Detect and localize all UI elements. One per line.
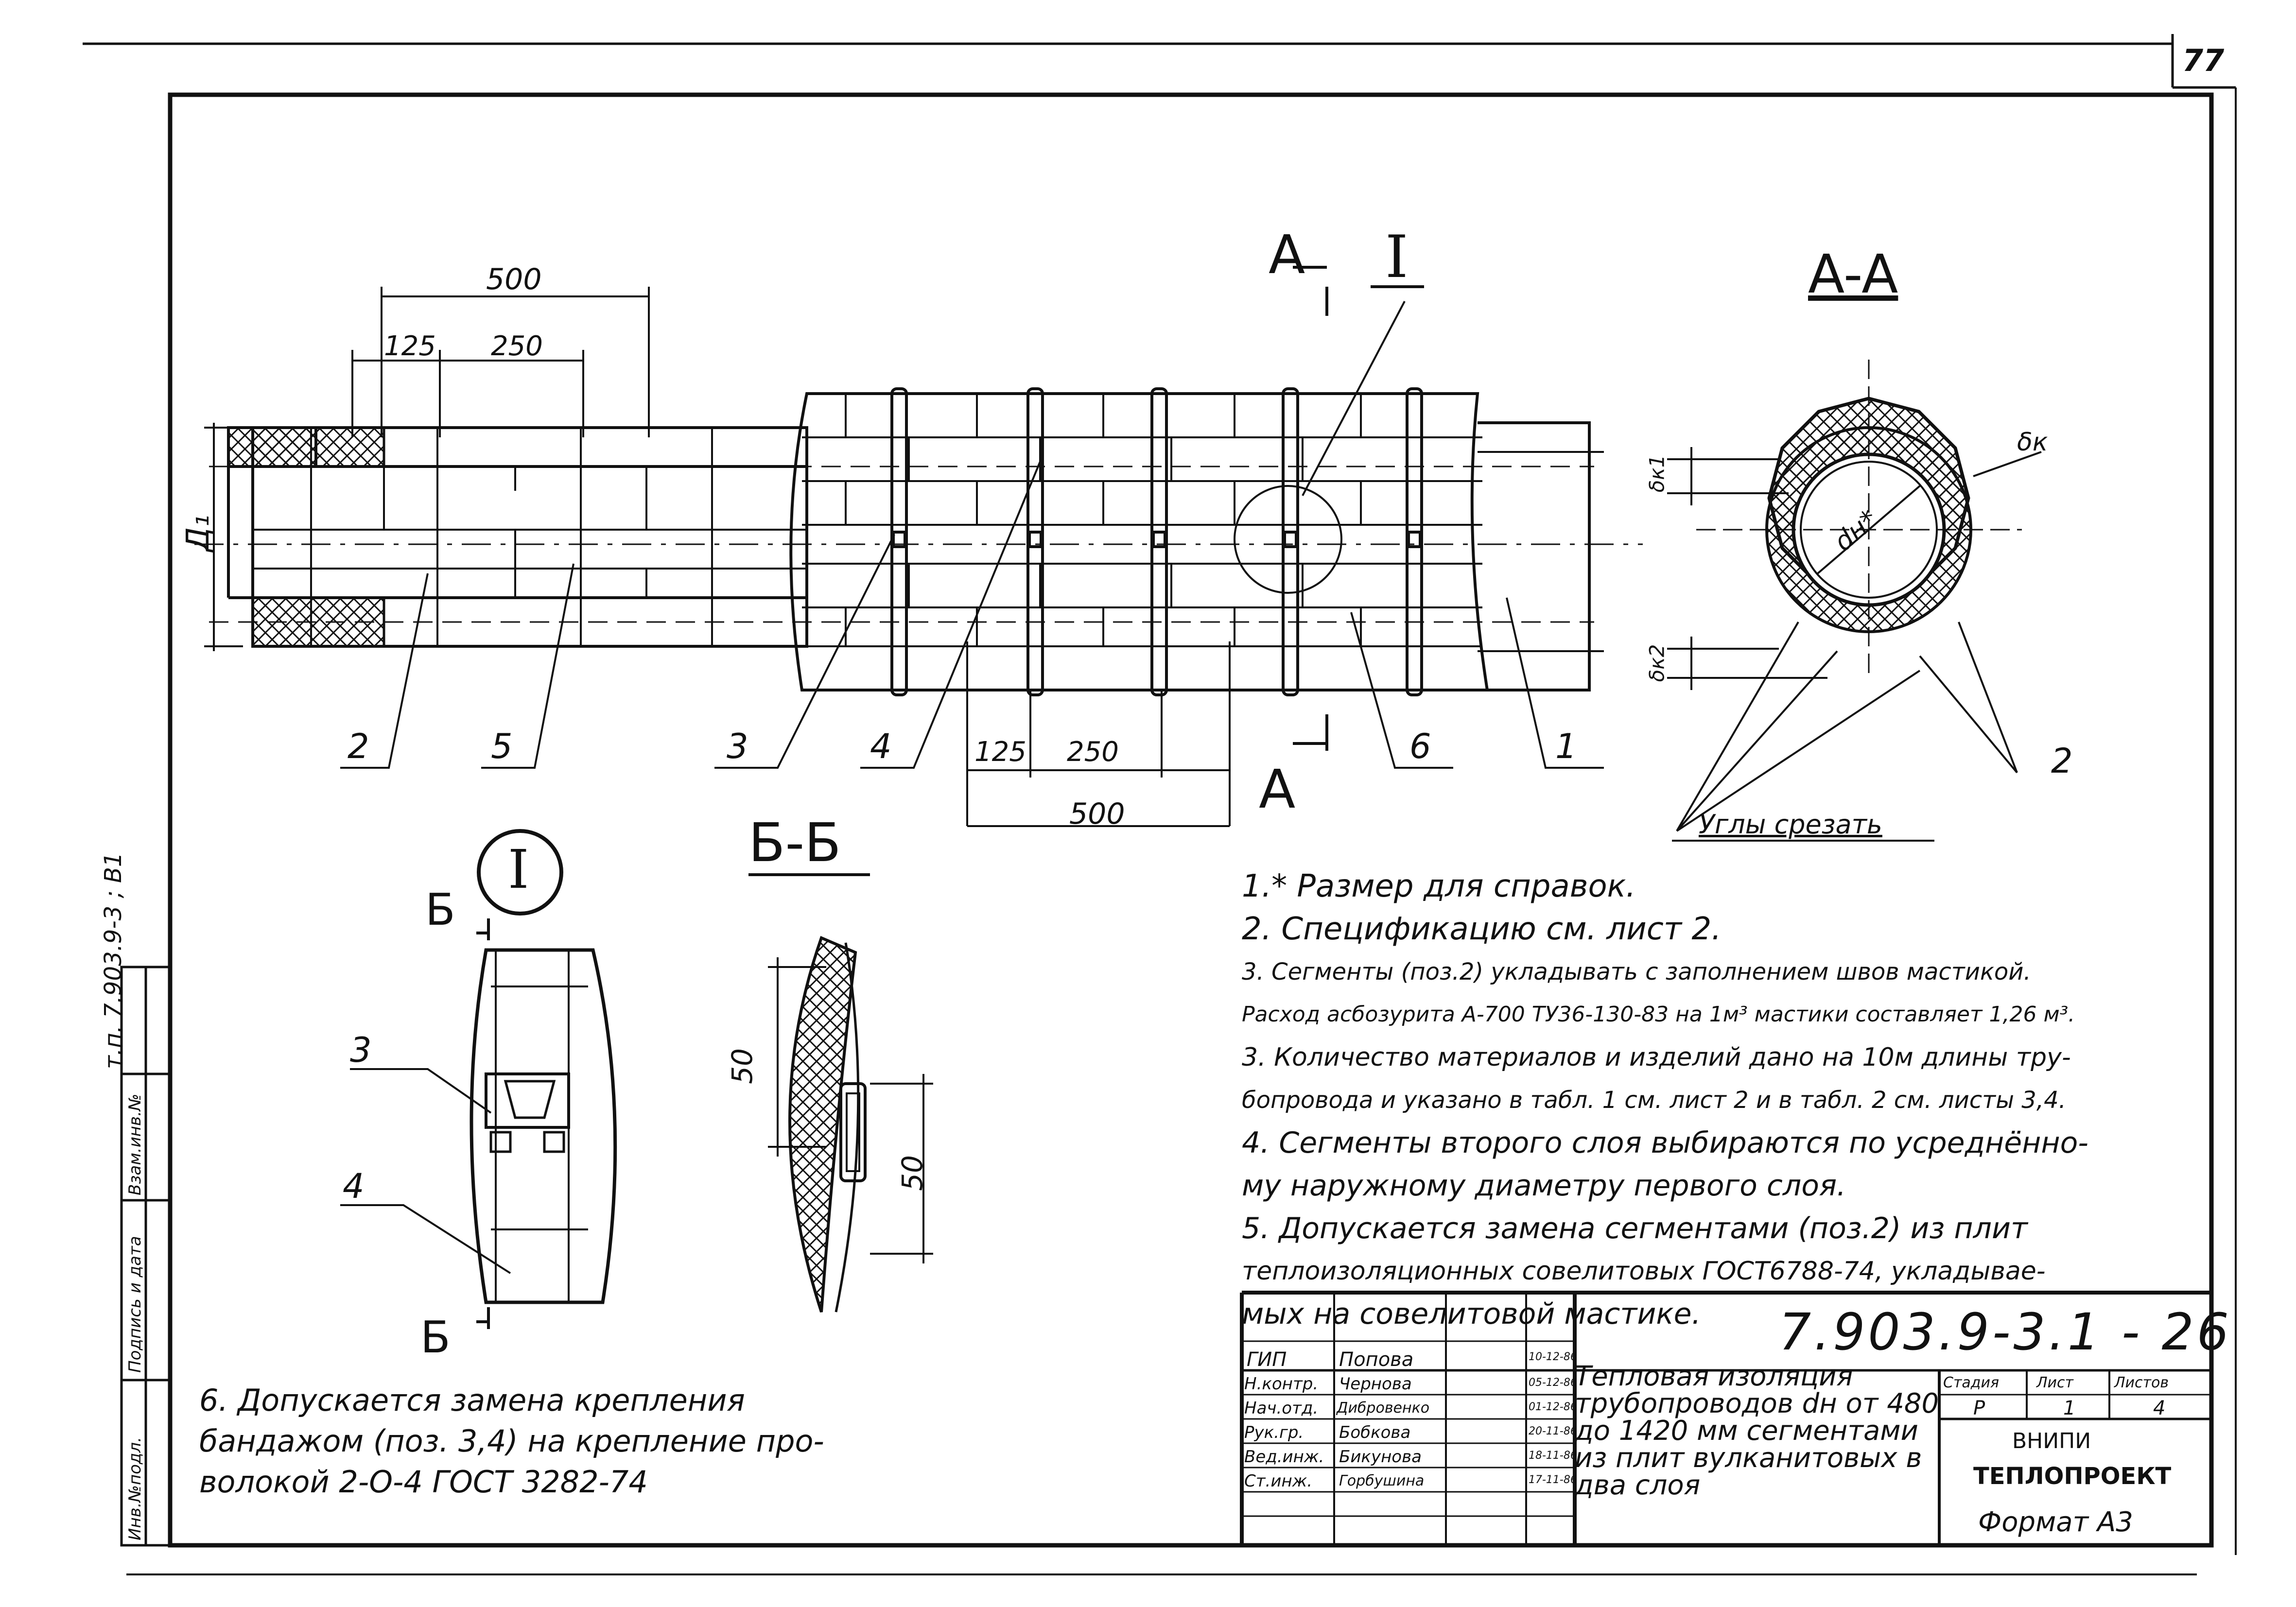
date-cell: 17-11-86 bbox=[1529, 1474, 1577, 1486]
dim-bottom-250: 250 bbox=[1067, 736, 1119, 768]
detail-i bbox=[340, 829, 617, 1329]
date-cell: 18-11-86 bbox=[1529, 1450, 1577, 1462]
note-line: 1.* Размер для справок. bbox=[1242, 868, 1636, 904]
date-cell: 20-11-86 bbox=[1529, 1425, 1577, 1437]
note6-line: 6. Допускается замена крепления bbox=[199, 1382, 745, 1418]
dim-top-500: 500 bbox=[486, 262, 542, 296]
callout-aa-2: 2 bbox=[2051, 741, 2073, 781]
dim-bottom-500: 500 bbox=[1069, 797, 1125, 831]
title-block-grid bbox=[1240, 1291, 2211, 1545]
side-stamp-code: т.п. 7.903.9-3 ; В1 bbox=[100, 852, 127, 1069]
section-bb-title: Б-Б bbox=[748, 812, 841, 874]
callout-corners: Углы срезать bbox=[1699, 809, 1882, 840]
callout-leaders bbox=[340, 301, 1604, 769]
name-cell: Чернова bbox=[1339, 1374, 1412, 1394]
role-cell: Рук.гр. bbox=[1244, 1423, 1304, 1442]
callout-2: 2 bbox=[348, 726, 369, 766]
callout-5: 5 bbox=[491, 726, 513, 766]
sheets-header: Листов bbox=[2114, 1374, 2169, 1391]
name-cell: Горбушина bbox=[1339, 1472, 1425, 1489]
dim-aa-dk: δк bbox=[2017, 428, 2048, 457]
role-cell: Нач.отд. bbox=[1244, 1399, 1319, 1418]
sheet-frame bbox=[83, 34, 2237, 1575]
side-stamp-inv: Инв.№подл. bbox=[125, 1437, 145, 1540]
stage-value: Р bbox=[1973, 1397, 1985, 1419]
org-line-2: ТЕПЛОПРОЕКТ bbox=[1973, 1463, 2172, 1490]
cut-b-top-label: Б bbox=[425, 884, 455, 935]
note-line: му наружному диаметру первого слоя. bbox=[1242, 1169, 1846, 1203]
dim-bb-50-right: 50 bbox=[895, 1155, 929, 1191]
note-line: 4. Сегменты второго слоя выбираются по у… bbox=[1242, 1126, 2088, 1160]
date-cell: 05-12-86 bbox=[1529, 1377, 1577, 1389]
date-cell: 10-12-86 bbox=[1529, 1351, 1577, 1363]
callout-1: 1 bbox=[1555, 726, 1577, 766]
callout-detail-4: 4 bbox=[343, 1166, 365, 1206]
side-stamp-sign: Подпись и дата bbox=[125, 1236, 145, 1373]
dim-top-125: 125 bbox=[384, 330, 436, 362]
note6-line: волокой 2-О-4 ГОСТ 3282-74 bbox=[199, 1464, 648, 1500]
note-line: бопровода и указано в табл. 1 см. лист 2… bbox=[1242, 1087, 2066, 1114]
cut-b-bottom-label: Б bbox=[420, 1312, 451, 1363]
note-line: мых на совелитовой мастике. bbox=[1242, 1297, 1701, 1331]
note-line: теплоизоляционных совелитовых ГОСТ6788-7… bbox=[1242, 1257, 2046, 1286]
cut-a-bottom-label: A bbox=[1259, 758, 1296, 820]
note-line: 3. Сегменты (поз.2) укладывать с заполне… bbox=[1242, 958, 2031, 985]
note-line: 5. Допускается замена сегментами (поз.2)… bbox=[1242, 1211, 2028, 1245]
cut-a-top-label: A bbox=[1269, 224, 1305, 286]
page-number: 77 bbox=[2182, 43, 2225, 78]
section-aa bbox=[1667, 360, 2042, 842]
name-cell: Бикунова bbox=[1339, 1447, 1422, 1467]
dim-top-250: 250 bbox=[491, 330, 543, 362]
role-cell: Н.контр. bbox=[1244, 1374, 1319, 1394]
note-line: 3. Количество материалов и изделий дано … bbox=[1242, 1043, 2071, 1072]
pipe-elevation bbox=[194, 387, 1643, 696]
dim-aa-dk1: δк1 bbox=[1645, 454, 1669, 493]
note-line: Расход асбозурита А-700 ТУ36-130-83 на 1… bbox=[1242, 1002, 2075, 1027]
sheet-header: Лист bbox=[2036, 1374, 2074, 1391]
side-stamp-replace: Взам.инв.№ bbox=[125, 1093, 145, 1195]
callout-3: 3 bbox=[727, 726, 748, 766]
sheet-value: 1 bbox=[2063, 1397, 2076, 1419]
general-notes: 1.* Размер для справок. 2. Спецификацию … bbox=[1242, 865, 2219, 1335]
role-cell: Ст.инж. bbox=[1244, 1471, 1313, 1491]
callout-detail-3: 3 bbox=[350, 1030, 372, 1070]
callout-6: 6 bbox=[1409, 726, 1431, 766]
dim-aa-dk2: δк2 bbox=[1645, 644, 1669, 682]
side-stamp-box bbox=[120, 966, 172, 1547]
note-6: 6. Допускается замена крепления бандажом… bbox=[199, 1380, 953, 1503]
drawing-title: Тепловая изоляция трубопроводов dн от 48… bbox=[1575, 1361, 1939, 1501]
name-cell: Бобкова bbox=[1339, 1423, 1411, 1442]
role-cell: Вед.инж. bbox=[1244, 1447, 1324, 1467]
detail-circle-label: I bbox=[508, 838, 529, 900]
org-line-1: ВНИПИ bbox=[2012, 1429, 2091, 1453]
dim-height-d1: Д₁ bbox=[180, 515, 216, 552]
role-cell: ГИП bbox=[1247, 1348, 1287, 1371]
name-cell: Попова bbox=[1339, 1348, 1414, 1371]
stage-header: Стадия bbox=[1943, 1374, 2000, 1391]
note6-line: бандажом (поз. 3,4) на крепление про- bbox=[199, 1423, 824, 1459]
sheets-value: 4 bbox=[2153, 1397, 2166, 1419]
callout-4: 4 bbox=[870, 726, 892, 766]
dim-bottom-125: 125 bbox=[974, 736, 1026, 768]
section-aa-title: A-A bbox=[1808, 243, 1898, 305]
note-line: 2. Спецификацию см. лист 2. bbox=[1242, 911, 1722, 947]
dimension-lines bbox=[204, 266, 1424, 827]
sheet-format: Формат А3 bbox=[1978, 1506, 2133, 1538]
dim-bb-50-left: 50 bbox=[725, 1048, 759, 1084]
date-cell: 01-12-86 bbox=[1529, 1401, 1577, 1413]
detail-marker-label: I bbox=[1385, 224, 1409, 291]
name-cell: Дибровенко bbox=[1337, 1400, 1430, 1417]
section-bb bbox=[748, 873, 933, 1313]
drawing-code: 7.903.9-3.1 - 26 bbox=[1779, 1302, 2232, 1362]
